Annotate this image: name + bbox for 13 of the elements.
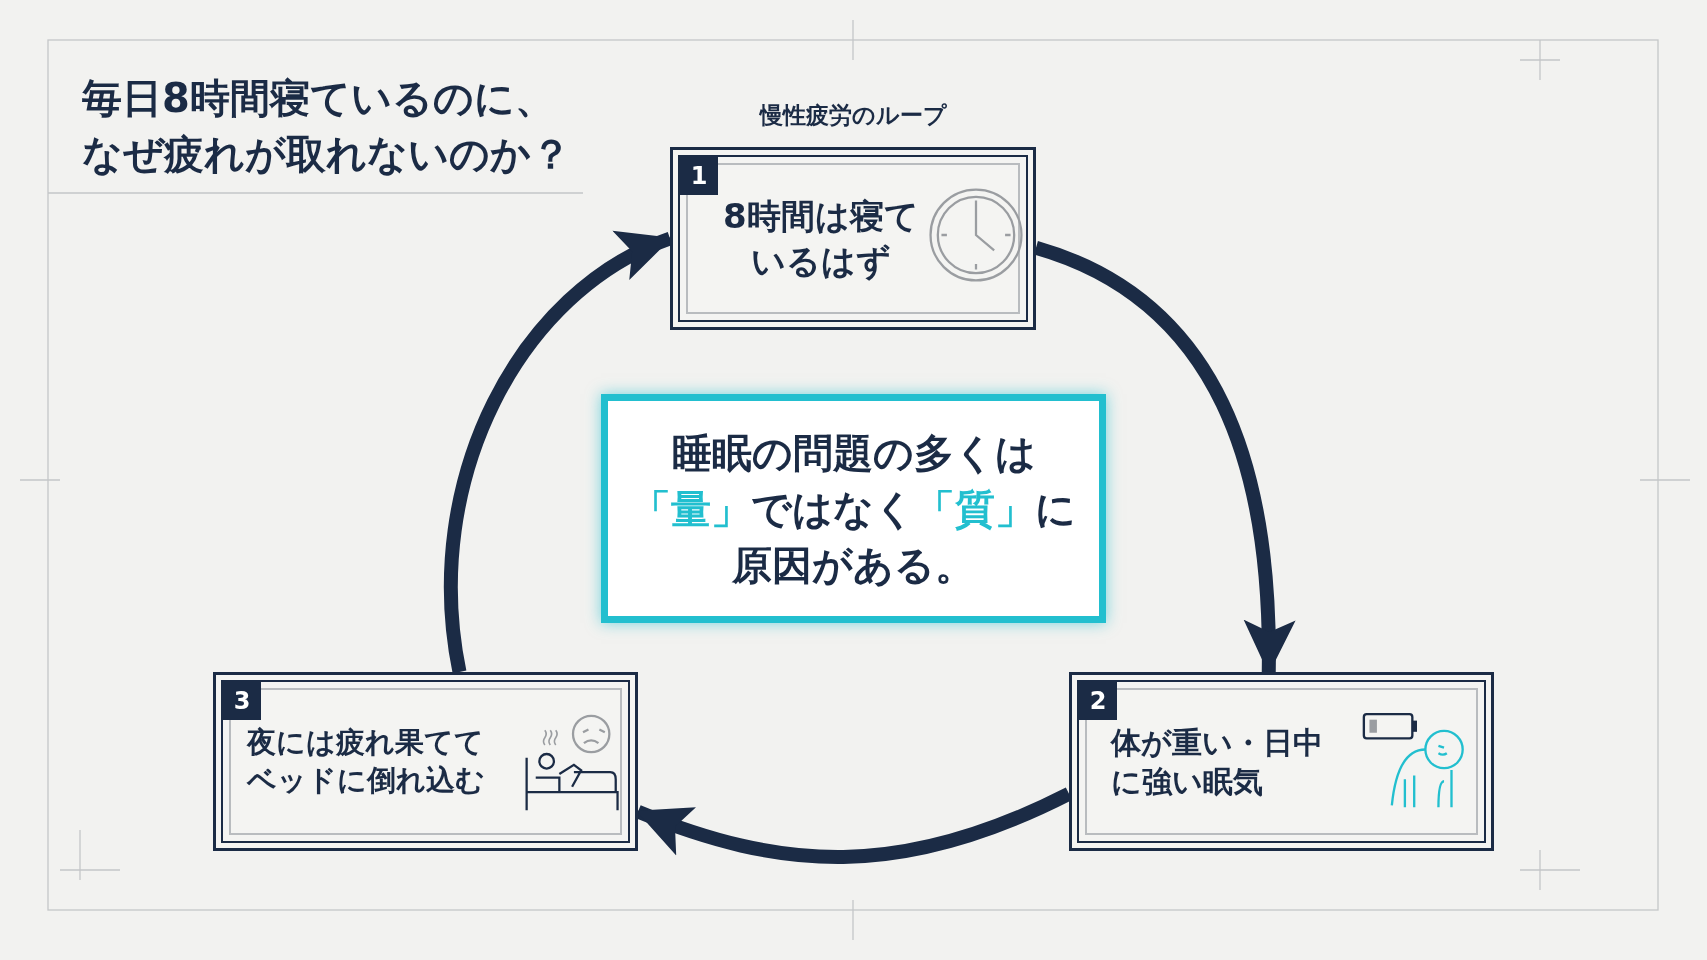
step-number: 3 xyxy=(223,682,261,720)
title: 毎日8時間寝ているのに、なぜ疲れが取れないのか？ xyxy=(82,74,572,179)
loop-label: 慢性疲労のループ xyxy=(758,101,948,130)
step-text: 夜には疲れ果ててベッドに倒れ込む xyxy=(247,723,486,799)
step-text: 体が重い・日中に強い眠気 xyxy=(1111,723,1324,801)
step-card xyxy=(670,147,1036,330)
step-card xyxy=(1069,672,1494,851)
step-number: 1 xyxy=(680,157,718,195)
step-text: 8時間は寝ているはず xyxy=(721,195,920,283)
step-card xyxy=(213,672,638,851)
key-message: 睡眠の問題の多くは「量」ではなく「質」に原因がある。 xyxy=(630,428,1077,590)
key-message-box xyxy=(601,394,1106,623)
step-number: 2 xyxy=(1079,682,1117,720)
